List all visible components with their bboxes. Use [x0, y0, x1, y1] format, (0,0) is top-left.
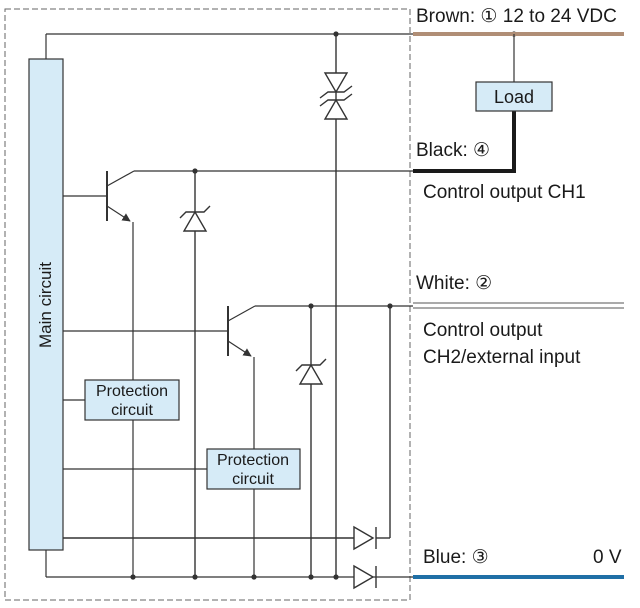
blue-wire-number: ③: [471, 547, 489, 568]
white-wire-number: ②: [475, 273, 493, 294]
ch2-zener: [295, 306, 327, 577]
brown-wire-label: Brown: ① 12 to 24 VDC: [416, 7, 617, 26]
white-wire-description-line2: CH2/external input: [423, 347, 581, 368]
ch1-transistor: [63, 170, 413, 577]
white-wire-description-line1: Control output: [423, 320, 543, 341]
main-circuit-label: Main circuit: [36, 262, 55, 348]
protection-circuit-2-line1: Protection: [217, 452, 289, 469]
white-wire: [413, 302, 624, 309]
black-wire-name: Black:: [416, 140, 468, 161]
brown-wire-voltage: 12 to 24 VDC: [502, 6, 617, 27]
protection-circuit-2-line2: circuit: [232, 471, 274, 488]
protection-circuit-1: [63, 379, 180, 421]
input-diode: [63, 306, 391, 551]
ground-diode: [353, 564, 377, 590]
load-box: [475, 81, 553, 112]
brown-wire-number: ①: [480, 6, 498, 27]
black-wire-description: Control output CH1: [423, 182, 586, 203]
main-circuit-block: [28, 58, 64, 551]
black-wire-number: ④: [473, 140, 491, 161]
ch1-zener: [179, 171, 211, 577]
supply-line: [45, 33, 413, 59]
blue-wire-label: Blue: ③: [423, 548, 489, 567]
black-wire-label: Black: ④: [416, 141, 490, 160]
black-wire: [413, 111, 516, 173]
white-wire-name: White:: [416, 273, 470, 294]
brown-wire-name: Brown:: [416, 6, 476, 27]
load-label: Load: [494, 87, 534, 107]
protection-circuit-1-line1: Protection: [96, 383, 168, 400]
protection-circuit-2: [63, 448, 301, 490]
blue-wire-name: Blue:: [423, 547, 467, 568]
sensor-enclosure: [4, 8, 411, 601]
protection-circuit-1-line2: circuit: [111, 402, 153, 419]
white-wire-label: White: ②: [416, 274, 492, 293]
ground-line: [45, 550, 413, 578]
blue-wire-voltage: 0 V: [593, 547, 622, 568]
